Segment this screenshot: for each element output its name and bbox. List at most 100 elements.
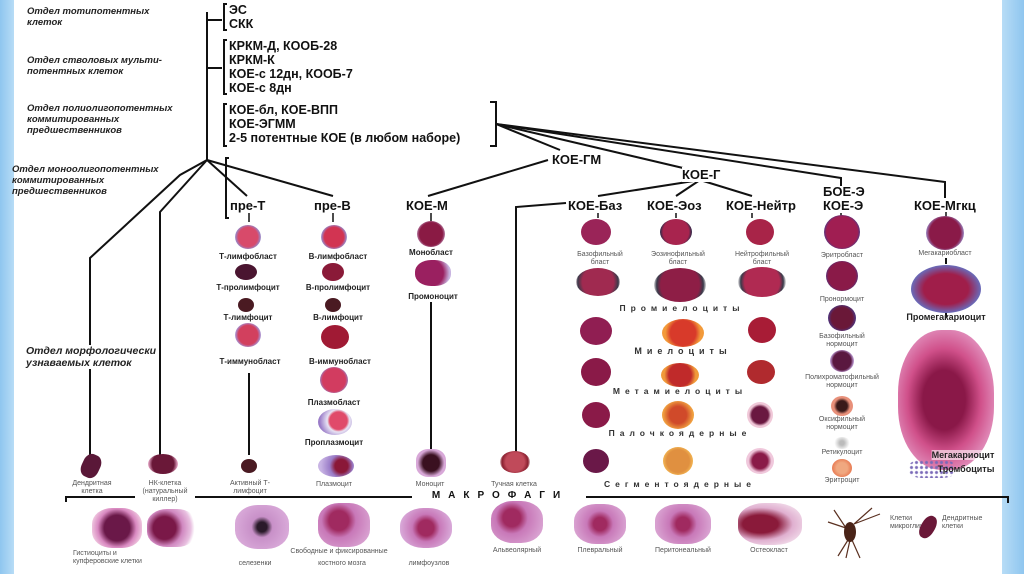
node-pre-b: пре-В xyxy=(314,198,351,213)
bracket-mono xyxy=(225,157,229,219)
label-nk: НК-клетка (натуральный киллер) xyxy=(135,480,195,504)
label-erythroblast: Эритробласт xyxy=(820,252,864,259)
node-koe-mgkc: КОЕ-Мгкц xyxy=(914,198,976,213)
label-segmented: Сегментоядерные xyxy=(603,479,757,489)
label-monocyte: Моноцит xyxy=(415,481,445,488)
cell-baso-segmented xyxy=(583,449,609,473)
fan-koe-mgkc xyxy=(495,123,946,198)
cell-histiocyte xyxy=(92,508,142,548)
label-b-lymphoblast: В-лимфобласт xyxy=(308,252,368,261)
cell-oxyphilic-normocyte xyxy=(831,396,853,416)
cell-eos-promyelocyte xyxy=(654,268,706,302)
cell-pronormocyte xyxy=(826,261,858,291)
cell-megakaryoblast xyxy=(926,216,964,250)
fan-pre-t xyxy=(206,159,248,197)
macrophages-title: МАКРОФАГИ xyxy=(428,490,572,501)
cell-reticulocyte xyxy=(833,437,851,449)
label-b-lymphocyte: В-лимфоцит xyxy=(313,313,363,322)
cell-baso-band xyxy=(582,402,610,428)
label-basophilic-normocyte: Базофильный нормоцит xyxy=(819,333,865,348)
node-koe-gm: КОЕ-ГМ xyxy=(552,152,602,167)
label-b-immunoblast: В-иммунобласт xyxy=(309,357,371,366)
cell-t-lymphoblast xyxy=(235,225,261,249)
cell-polychromatophilic-normocyte xyxy=(830,350,854,372)
fan-koe-g xyxy=(495,123,701,173)
label-spleen: селезенки xyxy=(238,560,272,567)
label-eosinophilic-blast: Эозинофильный бласт xyxy=(651,251,705,266)
label-band: Палочкоядерные xyxy=(608,428,752,438)
cell-erythroblast xyxy=(824,215,860,249)
line-g-neitr xyxy=(699,179,753,197)
node-koe-m: КОЕ-М xyxy=(406,198,448,213)
cell-neut-band xyxy=(747,402,773,428)
cell-baso-metamyelocyte xyxy=(581,358,611,386)
label-promonocyte: Промоноцит xyxy=(408,292,458,301)
line-g-eoz xyxy=(675,179,701,197)
cell-spleen-macrophage xyxy=(235,505,289,549)
fan-koe-gm xyxy=(495,123,561,151)
node-koe-g: КОЕ-Г xyxy=(682,167,721,182)
label-marrow: костного мозга xyxy=(318,560,366,567)
dept-stem-multipotent: Отдел стволовых мульти-потентных клеток xyxy=(27,55,162,77)
cell-baso-myelocyte xyxy=(580,317,612,345)
label-promegakaryocyte: Промегакариоцит xyxy=(906,312,986,322)
cell-basophilic-normocyte xyxy=(828,305,856,331)
cell-eos-myelocyte xyxy=(662,319,704,347)
label-dendritic: Дендритная клетка xyxy=(72,480,112,495)
label-myelocytes: Миелоциты xyxy=(634,346,732,356)
cell-plasmoblast xyxy=(320,367,348,393)
label-alveolar: Альвеолярный xyxy=(492,547,542,554)
label-free-fixed: Свободные и фиксированные xyxy=(290,548,388,555)
cell-neut-myelocyte xyxy=(748,317,776,343)
line-baz-mast xyxy=(515,202,567,452)
cell-monoblast xyxy=(417,221,445,247)
label-oxyphilic-normocyte: Оксифильный нормоцит xyxy=(818,416,866,431)
cell-basophilic-blast xyxy=(581,219,611,245)
fan-nk xyxy=(159,159,208,455)
label-polychromatophilic-normocyte: Полихроматофильный нормоцит xyxy=(805,374,879,389)
label-basophilic-blast: Базофильный бласт xyxy=(577,251,623,266)
label-proplasmocyte: Проплазмоцит xyxy=(304,438,364,447)
label-erythrocyte: Эритроцит xyxy=(824,477,860,484)
label-monoblast: Монобласт xyxy=(409,248,453,257)
fan-pre-b xyxy=(206,159,334,197)
label-osteoclast: Остеокласт xyxy=(750,547,788,554)
label-neutrophilic-blast: Нейтрофильный бласт xyxy=(734,251,790,266)
label-microglia: Клетки микроглии xyxy=(890,515,924,530)
cell-proplasmocyte xyxy=(318,409,352,435)
cell-alveolar xyxy=(491,501,543,543)
cell-erythrocyte xyxy=(832,459,852,477)
label-reticulocyte: Ретикулоцит xyxy=(821,449,863,456)
cell-active-t xyxy=(241,459,257,473)
cell-osteoclast xyxy=(738,503,802,545)
label-t-prolymphocyte: Т-пролимфоцит xyxy=(216,283,280,292)
node-pre-t: пре-Т xyxy=(230,198,266,213)
cell-mast xyxy=(500,451,530,473)
label-t-immunoblast: Т-иммунобласт xyxy=(219,357,281,366)
node-koe-e: КОЕ-Э xyxy=(823,198,864,213)
cell-pleural xyxy=(574,504,626,544)
cell-t-prolymphocyte xyxy=(235,264,257,280)
cell-baso-promyelocyte xyxy=(576,268,620,296)
cell-nk xyxy=(148,454,178,474)
label-active-t: Активный Т-лимфоцит xyxy=(229,480,270,495)
right-border-stripe xyxy=(1002,0,1024,574)
label-megakaryocyte: Мегакариоцит xyxy=(931,450,995,460)
label-plasmoblast: Плазмобласт xyxy=(307,398,361,407)
bracket-toti xyxy=(223,3,227,31)
cell-megakaryocyte xyxy=(898,330,994,470)
bracket-stem xyxy=(223,39,227,95)
bracket-poli xyxy=(223,103,227,147)
label-histiocytes: Гистиоциты и купферовские клетки xyxy=(73,550,142,565)
cell-promegakaryocyte xyxy=(911,265,981,313)
node-koe-neitr: КОЕ-Нейтр xyxy=(726,198,796,213)
cell-b-prolymphocyte xyxy=(322,263,344,281)
cell-neutrophilic-blast xyxy=(746,219,774,245)
label-platelets: Тромбоциты xyxy=(937,464,995,474)
label-promyelocytes: Промиелоциты xyxy=(619,303,745,313)
